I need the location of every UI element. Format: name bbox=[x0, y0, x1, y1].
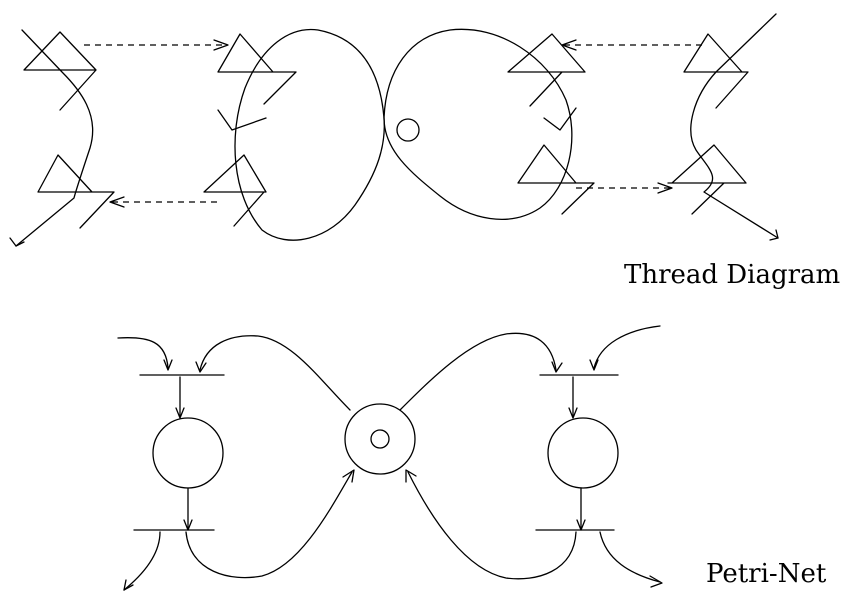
message-arrowhead-bottom-left bbox=[109, 196, 125, 208]
arc-resource-to-left-transition-head bbox=[195, 361, 207, 373]
message-arrowhead-bottom-right bbox=[657, 182, 673, 194]
arc-resource-to-right-transition-head bbox=[551, 361, 563, 373]
thread-left-line bbox=[15, 29, 94, 247]
bowtie-right-bottom bbox=[667, 144, 747, 215]
place-right bbox=[547, 417, 619, 489]
blocked-tick-right bbox=[543, 107, 577, 131]
arc-right-input-head bbox=[589, 359, 599, 371]
bowtie-inner-left-bottom bbox=[203, 154, 267, 227]
arc-left-transition-to-resource bbox=[185, 471, 353, 579]
thread-diagram: Thread Diagram bbox=[9, 13, 840, 290]
arc-left-input-head bbox=[163, 359, 173, 371]
bowtie-inner-right-bottom bbox=[517, 144, 595, 215]
resource-place bbox=[344, 403, 416, 475]
arc-right-input bbox=[593, 325, 661, 369]
message-arrowhead-top-left bbox=[213, 39, 229, 51]
place-left bbox=[152, 417, 224, 489]
bowtie-inner-right-top bbox=[507, 33, 586, 107]
arc-left-transition-to-resource-head bbox=[342, 469, 355, 483]
bowtie-left-bottom bbox=[37, 154, 115, 229]
arc-left-place-to-t-head bbox=[183, 519, 193, 531]
arc-right-output bbox=[599, 531, 661, 583]
resource-token bbox=[370, 429, 390, 449]
thread-left-arrowhead bbox=[9, 237, 25, 247]
loop-right bbox=[383, 28, 573, 220]
loop-left bbox=[234, 28, 385, 241]
arc-right-place-to-t-head bbox=[576, 519, 586, 531]
arc-left-input bbox=[117, 336, 169, 369]
arc-right-t-to-place-head bbox=[568, 407, 578, 419]
petri-net: Petri-Net bbox=[117, 325, 827, 591]
message-arrowhead-top-right bbox=[561, 39, 577, 51]
thread-right-line bbox=[690, 13, 779, 239]
arc-right-output-head bbox=[649, 575, 663, 588]
arc-resource-to-left-transition bbox=[199, 335, 351, 411]
thread-token bbox=[396, 118, 420, 142]
arc-right-transition-to-resource bbox=[407, 471, 577, 580]
arc-right-transition-to-resource-head bbox=[405, 469, 417, 483]
arc-left-output-head bbox=[123, 579, 134, 591]
arc-left-output bbox=[123, 531, 161, 591]
thread-right-arrowhead bbox=[769, 229, 779, 241]
bowtie-left-top bbox=[23, 31, 97, 111]
thread-diagram-label: Thread Diagram bbox=[624, 260, 840, 290]
petri-net-label: Petri-Net bbox=[706, 559, 827, 589]
bowtie-right-top bbox=[683, 33, 749, 109]
arc-left-t-to-place-head bbox=[175, 407, 185, 419]
bowtie-inner-left-top bbox=[217, 33, 297, 105]
arc-resource-to-right-transition bbox=[399, 332, 557, 411]
blocked-tick-left bbox=[217, 109, 267, 131]
